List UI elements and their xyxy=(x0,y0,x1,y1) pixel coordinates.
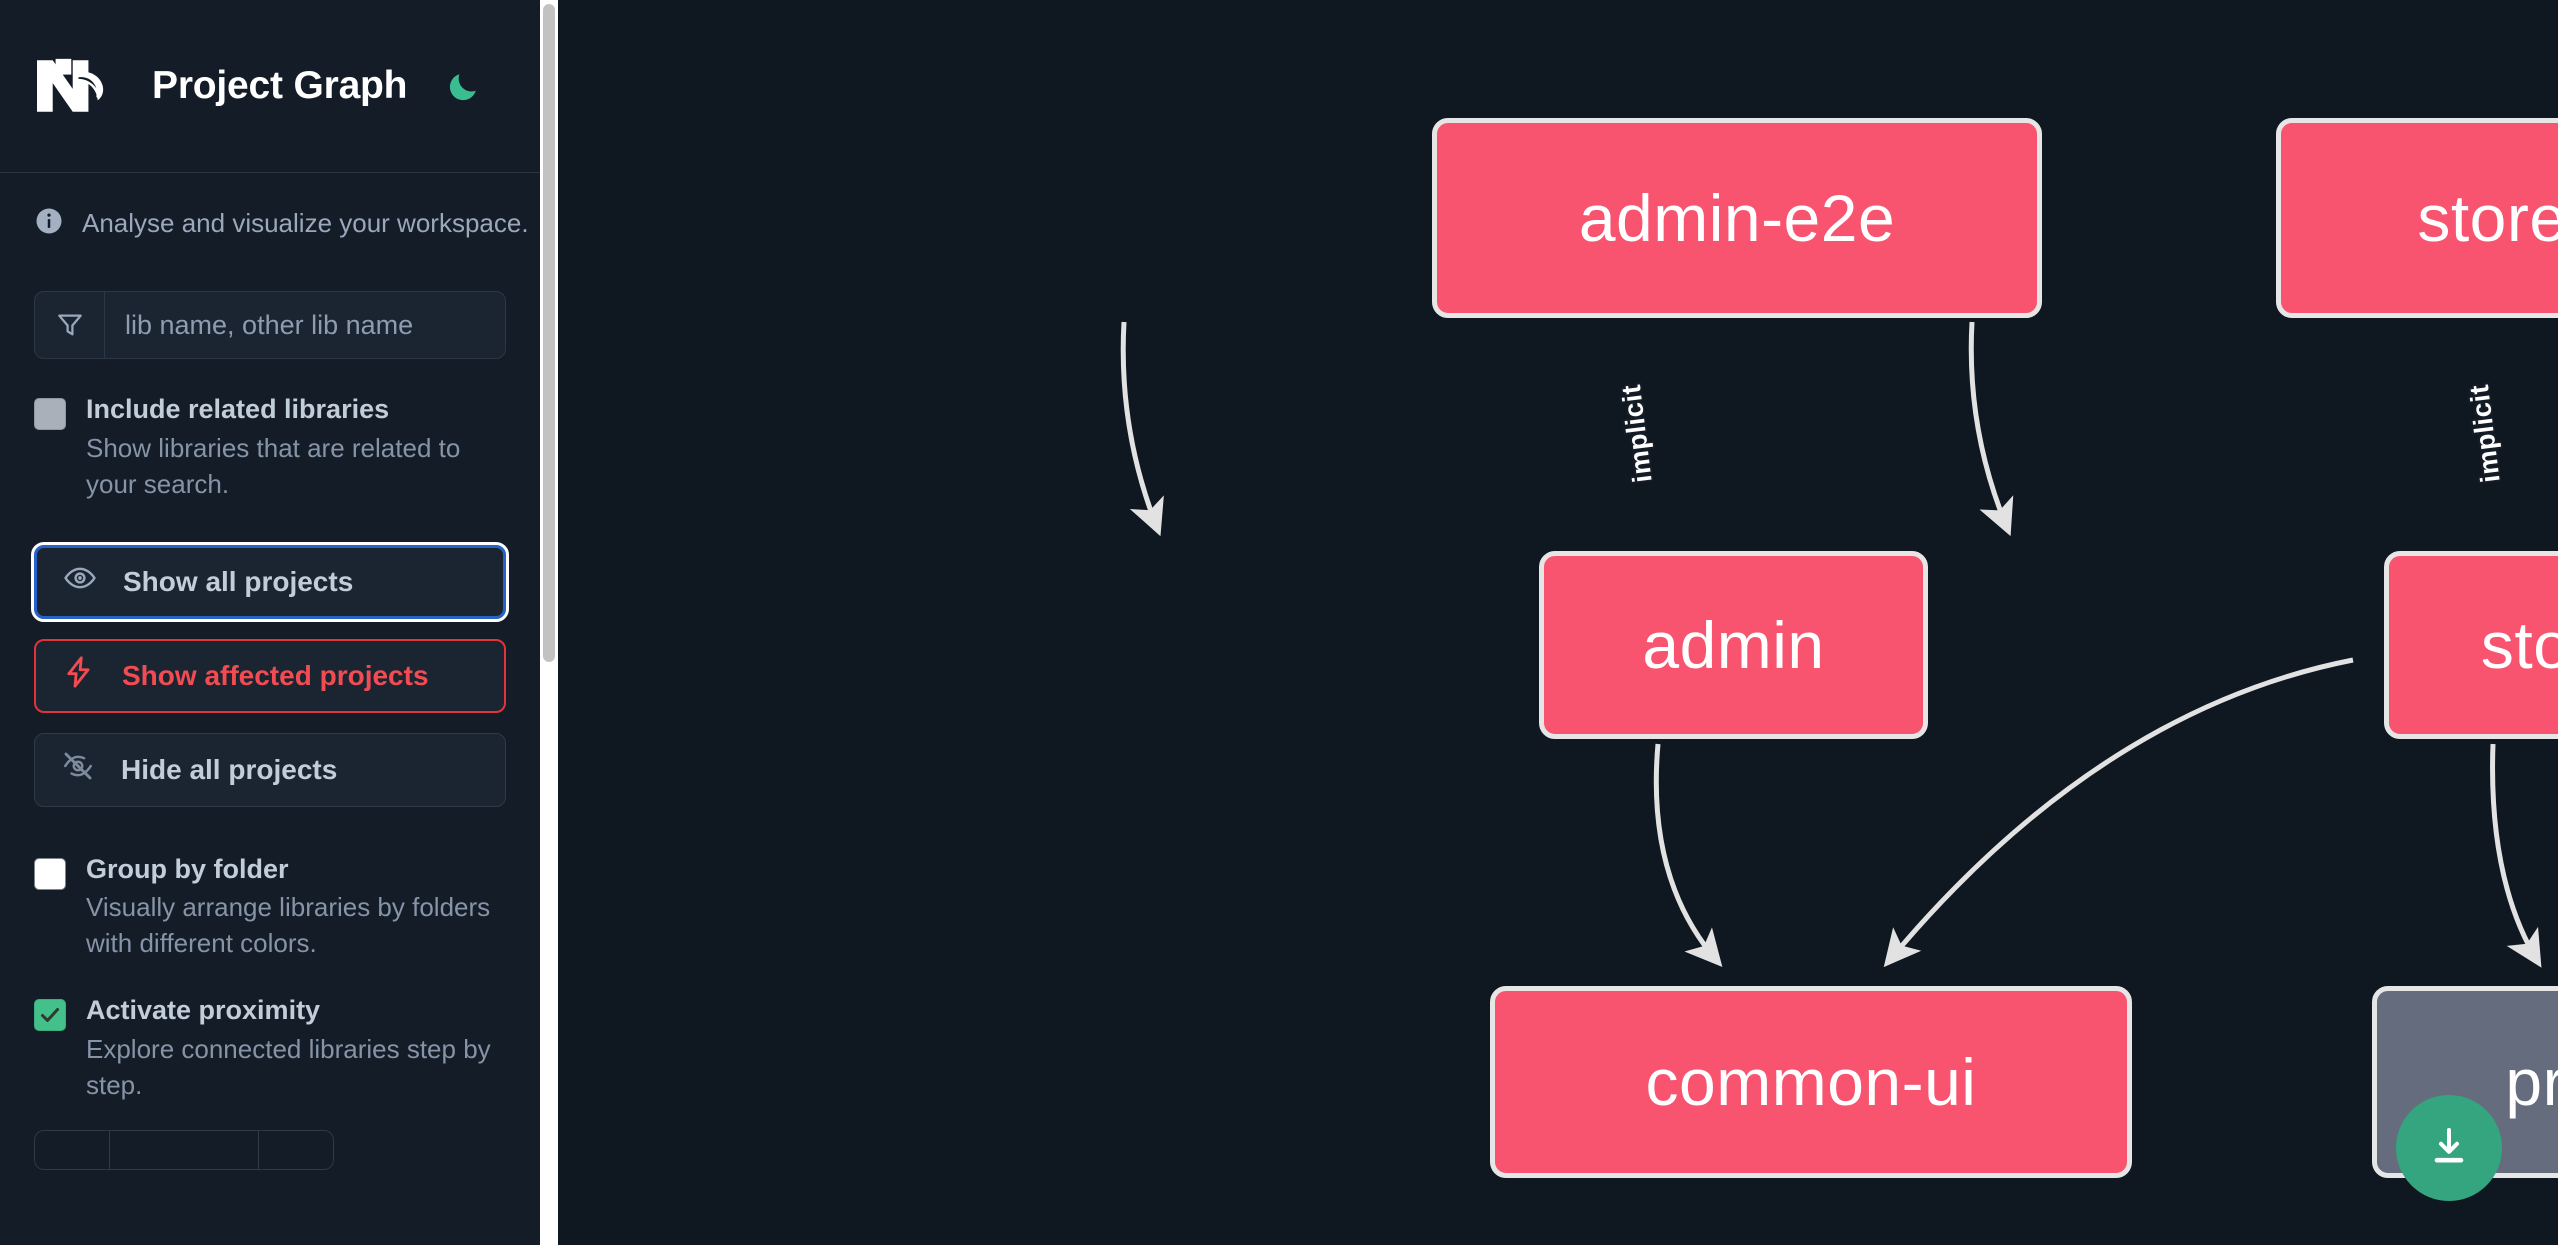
option-activate-proximity[interactable]: Activate proximity Explore connected lib… xyxy=(34,994,506,1104)
proximity-decrease-button[interactable] xyxy=(35,1130,110,1169)
graph-node-label: store-e2e xyxy=(2417,181,2558,255)
download-image-button[interactable] xyxy=(2396,1095,2502,1201)
eye-off-icon xyxy=(61,749,95,790)
proximity-increase-button[interactable] xyxy=(259,1131,333,1169)
edge-store-e2e-to-store xyxy=(1968,321,2014,537)
option-include-related-libraries[interactable]: Include related libraries Show libraries… xyxy=(34,393,506,503)
graph-canvas[interactable]: admin-e2e store-e2e admin store common-u… xyxy=(558,0,2558,1245)
graph-node-admin-e2e[interactable]: admin-e2e xyxy=(1432,118,2042,318)
graph-action-buttons: Show all projects Show affected projects xyxy=(31,541,509,807)
graph-node-label: common-ui xyxy=(1645,1045,1977,1119)
graph-node-label: products xyxy=(2505,1045,2558,1119)
sidebar-header: Project Graph xyxy=(0,0,540,172)
workspace-info-text: Analyse and visualize your workspace. xyxy=(82,207,529,238)
graph-edges-layer xyxy=(1120,321,2542,968)
info-circle-icon xyxy=(34,206,64,241)
graph-node-common-ui[interactable]: common-ui xyxy=(1490,986,2132,1178)
proximity-value xyxy=(110,1130,259,1169)
graph-node-label: admin-e2e xyxy=(1578,181,1896,255)
option-title: Activate proximity xyxy=(86,995,321,1025)
edge-store-to-common-ui xyxy=(1883,657,2354,968)
hide-all-projects-label: Hide all projects xyxy=(121,753,338,785)
sidebar: Project Graph xyxy=(0,0,558,1245)
option-description: Show libraries that are related to your … xyxy=(86,432,461,499)
download-icon xyxy=(2425,1123,2473,1174)
sidebar-divider xyxy=(0,172,540,173)
search-input[interactable] xyxy=(105,292,505,358)
option-group-by-folder[interactable]: Group by folder Visually arrange librari… xyxy=(34,853,506,963)
graph-node-label: admin xyxy=(1642,608,1825,682)
option-title: Include related libraries xyxy=(86,394,390,424)
show-all-projects-button[interactable]: Show all projects xyxy=(31,541,509,622)
workspace-info: Analyse and visualize your workspace. xyxy=(34,173,529,273)
nx-logo-icon xyxy=(34,56,120,116)
sidebar-scroll-content: Project Graph xyxy=(0,0,540,1245)
option-title: Group by folder xyxy=(86,853,289,884)
search-box[interactable] xyxy=(34,291,506,359)
option-description: Visually arrange libraries by folders wi… xyxy=(86,892,491,959)
edge-admin-e2e-to-admin xyxy=(1120,321,1164,537)
option-description: Explore connected libraries step by step… xyxy=(86,1033,491,1100)
sidebar-body: Analyse and visualize your workspace. In… xyxy=(0,173,540,1170)
hide-all-projects-button[interactable]: Hide all projects xyxy=(34,732,506,807)
moon-icon[interactable] xyxy=(443,66,483,106)
graph-node-label: store xyxy=(2480,608,2558,682)
page-title: Project Graph xyxy=(152,64,408,107)
graph-node-admin[interactable]: admin xyxy=(1539,551,1928,739)
checkbox-activate-proximity[interactable] xyxy=(34,999,66,1031)
show-affected-projects-label: Show affected projects xyxy=(122,659,429,691)
edge-admin-to-common-ui xyxy=(1653,743,1723,968)
graph-node-store-e2e[interactable]: store-e2e xyxy=(2276,118,2558,318)
graph-node-store[interactable]: store xyxy=(2384,551,2558,739)
eye-icon xyxy=(63,561,97,602)
checkbox-group-by-folder[interactable] xyxy=(34,857,66,890)
proximity-stepper-group[interactable] xyxy=(34,1129,334,1170)
sidebar-scrollbar-thumb[interactable] xyxy=(543,4,555,662)
filter-funnel-icon xyxy=(35,292,105,358)
lightning-bolt-icon xyxy=(62,655,96,696)
show-affected-projects-button[interactable]: Show affected projects xyxy=(34,638,506,713)
sidebar-scrollbar[interactable] xyxy=(540,0,558,1245)
edge-store-to-products xyxy=(2490,743,2542,968)
show-all-projects-label: Show all projects xyxy=(123,565,354,597)
checkbox-include-related-libraries[interactable] xyxy=(34,398,66,430)
